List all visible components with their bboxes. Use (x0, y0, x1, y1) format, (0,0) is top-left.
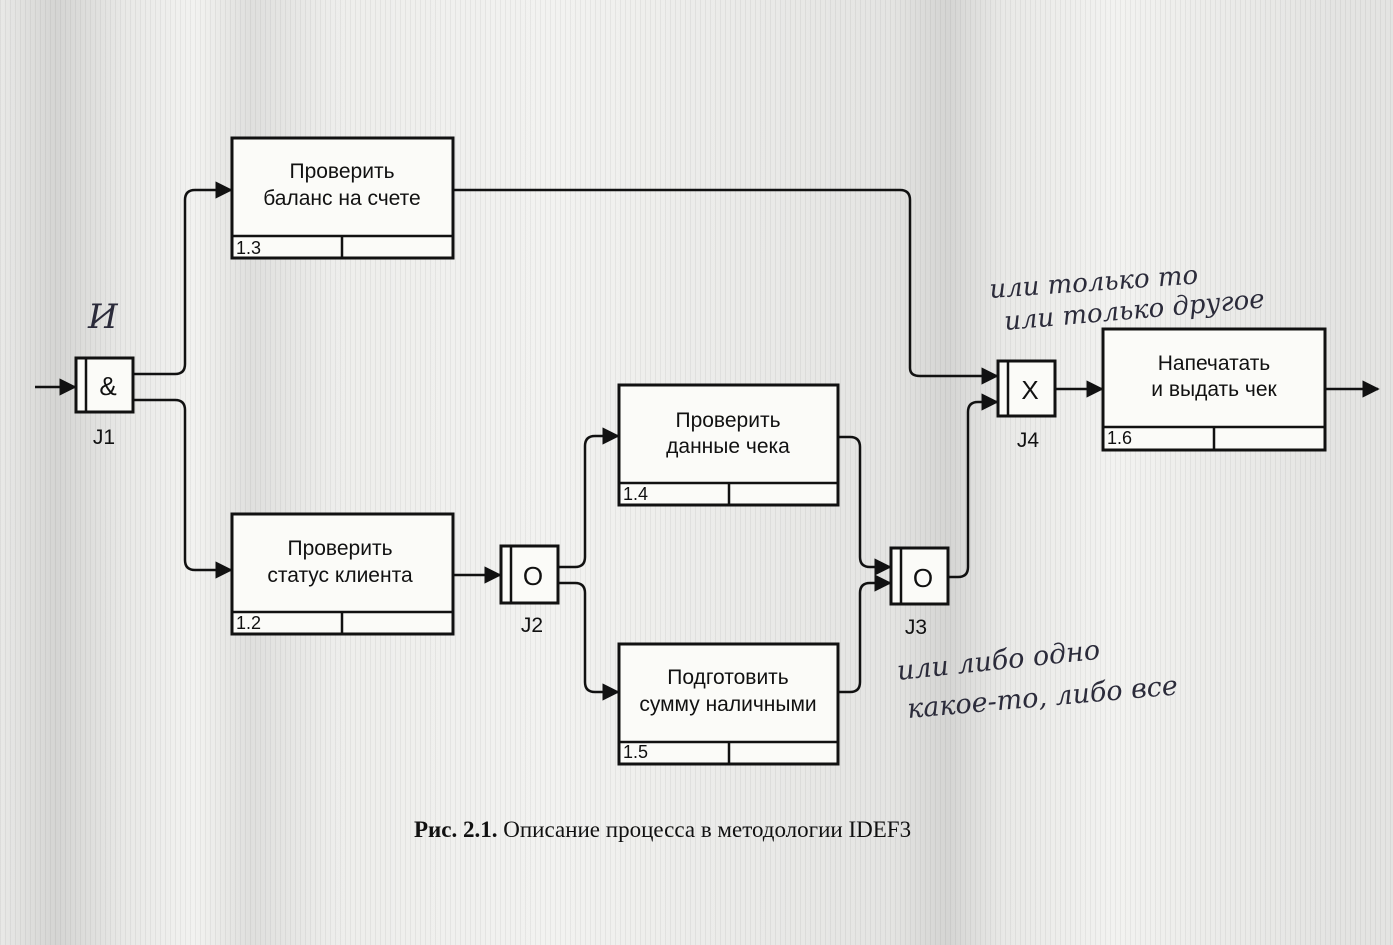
arrow-j1-to-1-3 (133, 181, 233, 376)
junction-j1-label: J1 (93, 426, 115, 449)
box-1-3-ref: 1.3 (236, 238, 261, 258)
note-j1: И (87, 297, 119, 337)
junction-j1-symbol: & (99, 371, 116, 401)
box-1-4-line-2: данные чека (666, 435, 790, 458)
box-1-6-line-1: Напечатать (1158, 352, 1271, 375)
junction-j2-label: J2 (521, 614, 543, 637)
box-1-2-ref: 1.2 (236, 613, 261, 633)
arrow-j2-to-1-5 (558, 581, 620, 701)
junction-j3-label: J3 (905, 616, 927, 639)
figure-caption: Рис. 2.1. Описание процесса в методологи… (414, 817, 911, 842)
box-1-2-line-1: Проверить (287, 537, 392, 560)
box-1-5-ref: 1.5 (623, 742, 648, 762)
arrow-j2-to-1-4 (558, 427, 620, 569)
figure-caption-number: Рис. 2.1. (414, 817, 498, 842)
junction-j4-label: J4 (1017, 429, 1040, 452)
arrow-j3-to-j4 (948, 393, 999, 579)
figure-caption-text: Описание процесса в методологии IDEF3 (498, 817, 912, 842)
junction-j4: X J4 (996, 359, 1057, 452)
box-1-4-ref: 1.4 (623, 484, 648, 504)
junction-j3: O J3 (889, 546, 950, 639)
junction-j2-symbol: O (523, 561, 543, 591)
junction-j1: & J1 (74, 356, 135, 449)
box-1-3-line-1: Проверить (289, 160, 394, 183)
box-1-3-line-2: баланс на счете (263, 187, 420, 210)
box-1-2: Проверить статус клиента 1.2 (230, 512, 455, 636)
box-1-5-line-2: сумму наличными (639, 693, 816, 716)
box-1-5-line-1: Подготовить (667, 666, 789, 689)
box-1-2-line-2: статус клиента (267, 564, 413, 587)
arrow-1-4-to-j3 (838, 435, 892, 576)
junction-j3-symbol: O (913, 563, 933, 593)
box-1-3: Проверить баланс на счете 1.3 (230, 136, 455, 260)
connections (35, 181, 1380, 701)
box-1-5: Подготовить сумму наличными 1.5 (617, 642, 840, 766)
box-1-4-line-1: Проверить (675, 409, 780, 432)
junction-j2: O J2 (499, 544, 560, 637)
box-1-6-line-2: и выдать чек (1151, 378, 1277, 401)
arrow-1-3-to-j4 (453, 188, 999, 385)
arrow-1-5-to-j3 (838, 574, 892, 694)
junction-j4-symbol: X (1021, 375, 1038, 405)
box-1-6: Напечатать и выдать чек 1.6 (1101, 327, 1327, 452)
arrow-j1-to-1-2 (133, 398, 233, 579)
box-1-4: Проверить данные чека 1.4 (617, 383, 840, 507)
box-1-6-ref: 1.6 (1107, 428, 1132, 448)
